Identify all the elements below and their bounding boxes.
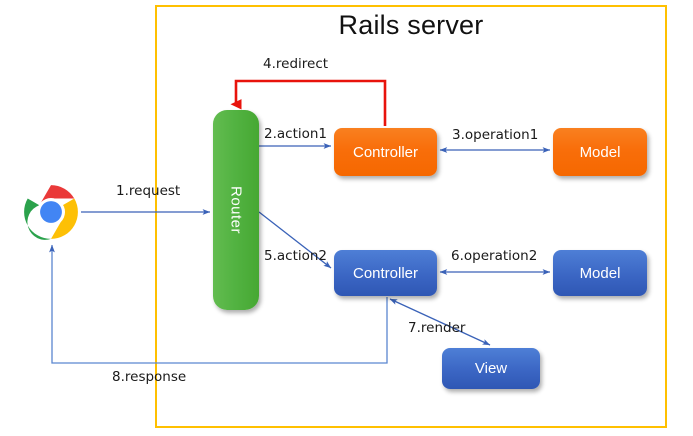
chrome-browser-icon <box>23 184 79 240</box>
edge-label-request: 1.request <box>116 183 181 199</box>
edge-label-redirect: 4.redirect <box>263 56 329 72</box>
node-model-2-label: Model <box>579 264 621 282</box>
node-view-label: View <box>474 360 508 377</box>
node-router[interactable]: Router <box>213 110 259 310</box>
edge-label-render: 7.render <box>408 320 466 336</box>
edge-5-action2 <box>258 211 332 269</box>
node-router-label: Router <box>227 185 245 235</box>
node-controller-2[interactable]: Controller <box>334 250 437 296</box>
edge-label-response: 8.response <box>112 369 187 385</box>
edge-label-action2: 5.action2 <box>264 248 328 264</box>
node-model-1-label: Model <box>579 143 621 161</box>
node-controller-1[interactable]: Controller <box>334 128 437 176</box>
rails-server-boundary <box>155 5 667 428</box>
edge-8-response <box>49 244 388 364</box>
edge-7-render <box>389 298 491 346</box>
edge-label-action1: 2.action1 <box>264 126 328 142</box>
edge-4-redirect <box>230 79 387 126</box>
edge-label-operation2: 6.operation2 <box>451 248 538 264</box>
node-model-2[interactable]: Model <box>553 250 647 296</box>
node-model-1[interactable]: Model <box>553 128 647 176</box>
node-controller-1-label: Controller <box>352 143 419 161</box>
node-view[interactable]: View <box>442 348 540 389</box>
page-title: Rails server <box>338 10 484 40</box>
edge-label-operation1: 3.operation1 <box>452 127 539 143</box>
node-controller-2-label: Controller <box>352 264 419 282</box>
